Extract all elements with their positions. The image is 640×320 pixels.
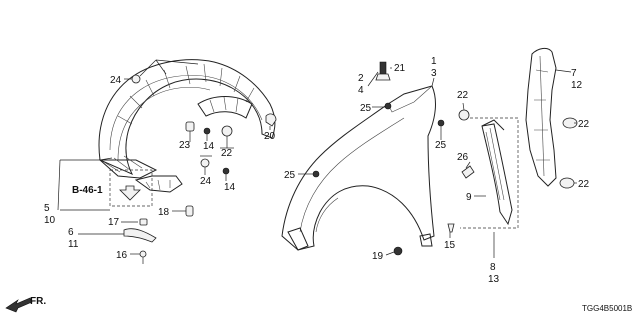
callout-15: 15 <box>444 240 456 251</box>
trim-part-6 <box>123 228 157 243</box>
callout-1: 1 <box>431 56 437 67</box>
callout-26: 26 <box>457 152 469 163</box>
callout-22a: 22 <box>221 148 233 159</box>
direction-label: FR. <box>30 296 46 307</box>
callout-19: 19 <box>372 251 384 262</box>
callout-10: 10 <box>44 215 56 226</box>
fender-bolt-19 <box>393 246 403 256</box>
liner-clip-14b <box>222 167 230 175</box>
fender-bolt-25b <box>437 119 445 127</box>
fender-clip-15 <box>447 223 455 233</box>
liner-clip-22a <box>221 125 233 137</box>
callout-7: 7 <box>571 68 577 79</box>
callout-14b: 14 <box>224 182 236 193</box>
liner-clip-23 <box>185 121 195 138</box>
callout-25c: 25 <box>284 170 296 181</box>
bracket-clip-22b <box>458 109 470 121</box>
callout-21: 21 <box>394 63 406 74</box>
callout-17: 17 <box>108 217 120 228</box>
callout-8: 8 <box>490 262 496 273</box>
callout-labels: 24 1 3 2 4 21 25 22 7 12 22 25 23 14 20 … <box>44 56 590 285</box>
diagram-code: TGG4B5001B <box>582 304 632 313</box>
reference-arrow-box <box>109 169 153 207</box>
bracket-lines <box>200 147 234 157</box>
screw-16 <box>139 250 147 264</box>
fender-seal-bracket <box>460 117 519 229</box>
callout-18: 18 <box>158 207 170 218</box>
callout-14a: 14 <box>203 141 215 152</box>
clip-part-17 <box>139 218 148 226</box>
liner-clip-20 <box>265 113 277 127</box>
reference-label: B-46-1 <box>72 185 103 196</box>
callout-20: 20 <box>264 131 276 142</box>
callout-3: 3 <box>431 68 437 79</box>
liner-clip-18 <box>185 205 194 217</box>
bracket-clip-22d <box>559 177 575 189</box>
callout-9: 9 <box>466 192 472 203</box>
callout-16: 16 <box>116 250 128 261</box>
fender-liner <box>98 59 276 193</box>
callout-23: 23 <box>179 140 191 151</box>
callout-22b: 22 <box>457 90 469 101</box>
liner-clip-24b <box>200 158 210 168</box>
front-fender <box>281 85 436 251</box>
callout-5: 5 <box>44 203 50 214</box>
callout-2: 2 <box>358 73 364 84</box>
fender-bolt-25c <box>312 170 320 178</box>
callout-12: 12 <box>571 80 583 91</box>
callout-25a: 25 <box>360 103 372 114</box>
front-direction-arrow: FR. <box>5 296 46 313</box>
callout-6: 6 <box>68 227 74 238</box>
callout-4: 4 <box>358 85 364 96</box>
liner-clip-14a <box>203 127 211 135</box>
bracket-spacer-26 <box>461 165 475 179</box>
fender-bolt-25a <box>384 102 392 110</box>
callout-11: 11 <box>68 239 79 250</box>
fender-clip-21 <box>375 61 391 81</box>
leader-lines <box>57 59 577 258</box>
callout-24b: 24 <box>200 176 212 187</box>
callout-13: 13 <box>488 274 500 285</box>
callout-25b: 25 <box>435 140 447 151</box>
side-bracket <box>525 47 557 187</box>
callout-24a: 24 <box>110 75 122 86</box>
liner-clip-24a <box>131 74 141 84</box>
callout-22c: 22 <box>578 119 590 130</box>
callout-22d: 22 <box>578 179 590 190</box>
